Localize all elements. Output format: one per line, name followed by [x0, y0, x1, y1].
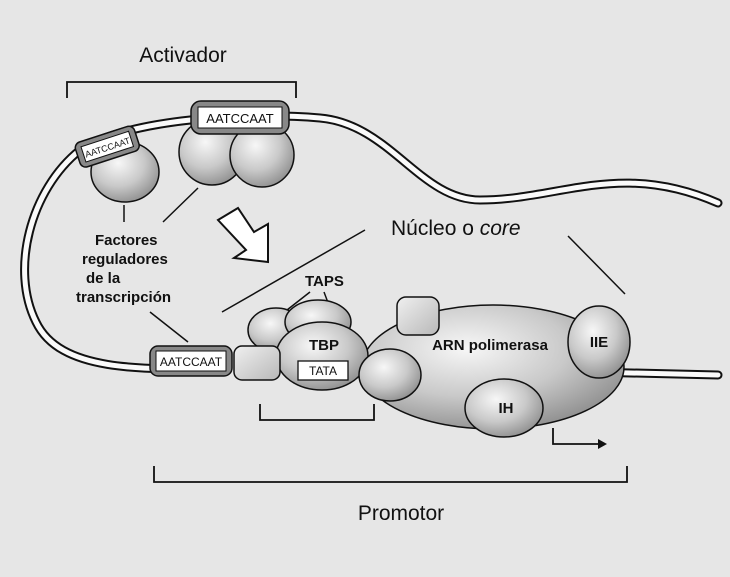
regulators-label: Factores reguladores de la transcripción: [76, 232, 172, 306]
activator-factor-top: [178, 118, 295, 188]
core-label: Núcleo o core: [391, 217, 521, 240]
sequence-box-top: AATCCAAT: [190, 100, 290, 135]
arrow-icon: [216, 206, 269, 264]
activator-bracket: [66, 81, 297, 98]
small-box-factor: [396, 296, 440, 336]
sequence-box-bottom: AATCCAAT: [149, 345, 233, 377]
tbp-label: TBP: [309, 337, 339, 354]
activator-label: Activador: [139, 44, 227, 67]
regulator-pointer-lines: [123, 187, 199, 343]
core-pointer-lines: [221, 229, 626, 313]
iie-label: IIE: [590, 334, 608, 351]
promoter-bracket: [153, 466, 628, 483]
ih-label: IH: [499, 400, 514, 417]
sequence-top-text: AATCCAAT: [206, 111, 273, 126]
promoter-label: Promotor: [358, 502, 444, 525]
dna-bound-box: [233, 345, 281, 381]
sequence-box-small: AATCCAAT: [74, 125, 140, 168]
ih-factor: [464, 378, 544, 438]
core-bracket: [259, 404, 375, 421]
transcription-start-arrow-icon: [552, 428, 607, 449]
tata-box: TATA: [297, 360, 349, 381]
tata-label: TATA: [309, 364, 337, 378]
sequence-bottom-text: AATCCAAT: [160, 355, 223, 369]
taps-label: TAPS: [305, 273, 344, 290]
iie-factor: [567, 305, 631, 379]
polymerase-label: ARN polimerasa: [432, 337, 549, 354]
tfiib-factor: [358, 348, 422, 402]
